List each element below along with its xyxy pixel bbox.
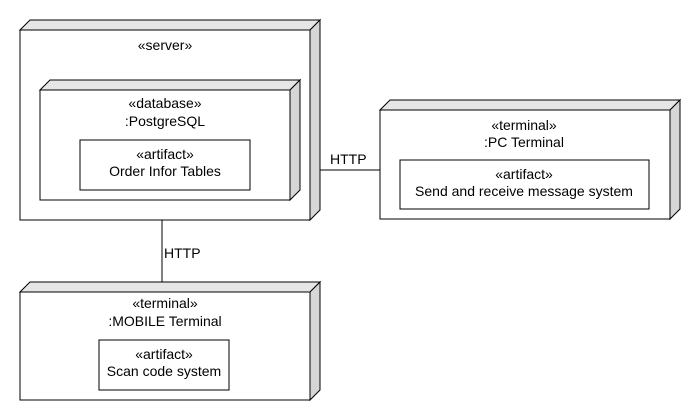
order-tables-artifact-name: Order Infor Tables — [109, 163, 221, 179]
server-mobile-connection-label: HTTP — [164, 245, 201, 261]
order-tables-artifact-stereotype: «artifact» — [136, 146, 194, 162]
pc-terminal-node-top — [378, 99, 682, 111]
message-system-artifact-box — [399, 159, 650, 210]
mobile-terminal-stereotype: «terminal» — [132, 295, 198, 311]
order-tables-artifact: «artifact» Order Infor Tables — [79, 139, 251, 191]
server-pc-connection-label: HTTP — [330, 151, 367, 167]
message-system-artifact-name: Send and receive message system — [415, 183, 633, 199]
mobile-terminal-node-side — [309, 280, 321, 402]
server-node-top — [18, 19, 322, 31]
message-system-artifact: «artifact» Send and receive message syst… — [399, 159, 650, 210]
database-name: :PostgreSQL — [125, 113, 205, 129]
message-system-artifact-stereotype: «artifact» — [495, 166, 553, 182]
scan-code-artifact-stereotype: «artifact» — [135, 346, 193, 362]
scan-code-artifact-name: Scan code system — [107, 363, 221, 379]
database-node-side — [289, 78, 301, 202]
scan-code-artifact: «artifact» Scan code system — [98, 339, 230, 391]
mobile-terminal-node-top — [18, 281, 322, 293]
scan-code-artifact-box — [98, 339, 230, 391]
database-node-top — [38, 79, 302, 91]
pc-terminal-name: :PC Terminal — [484, 134, 564, 150]
order-tables-artifact-box — [79, 139, 251, 191]
server-node-side — [309, 18, 321, 222]
pc-terminal-stereotype: «terminal» — [491, 117, 557, 133]
database-stereotype: «database» — [128, 95, 201, 111]
mobile-terminal-name: :MOBILE Terminal — [108, 313, 221, 329]
server-stereotype: «server» — [138, 37, 193, 53]
pc-terminal-node-side — [669, 98, 681, 221]
